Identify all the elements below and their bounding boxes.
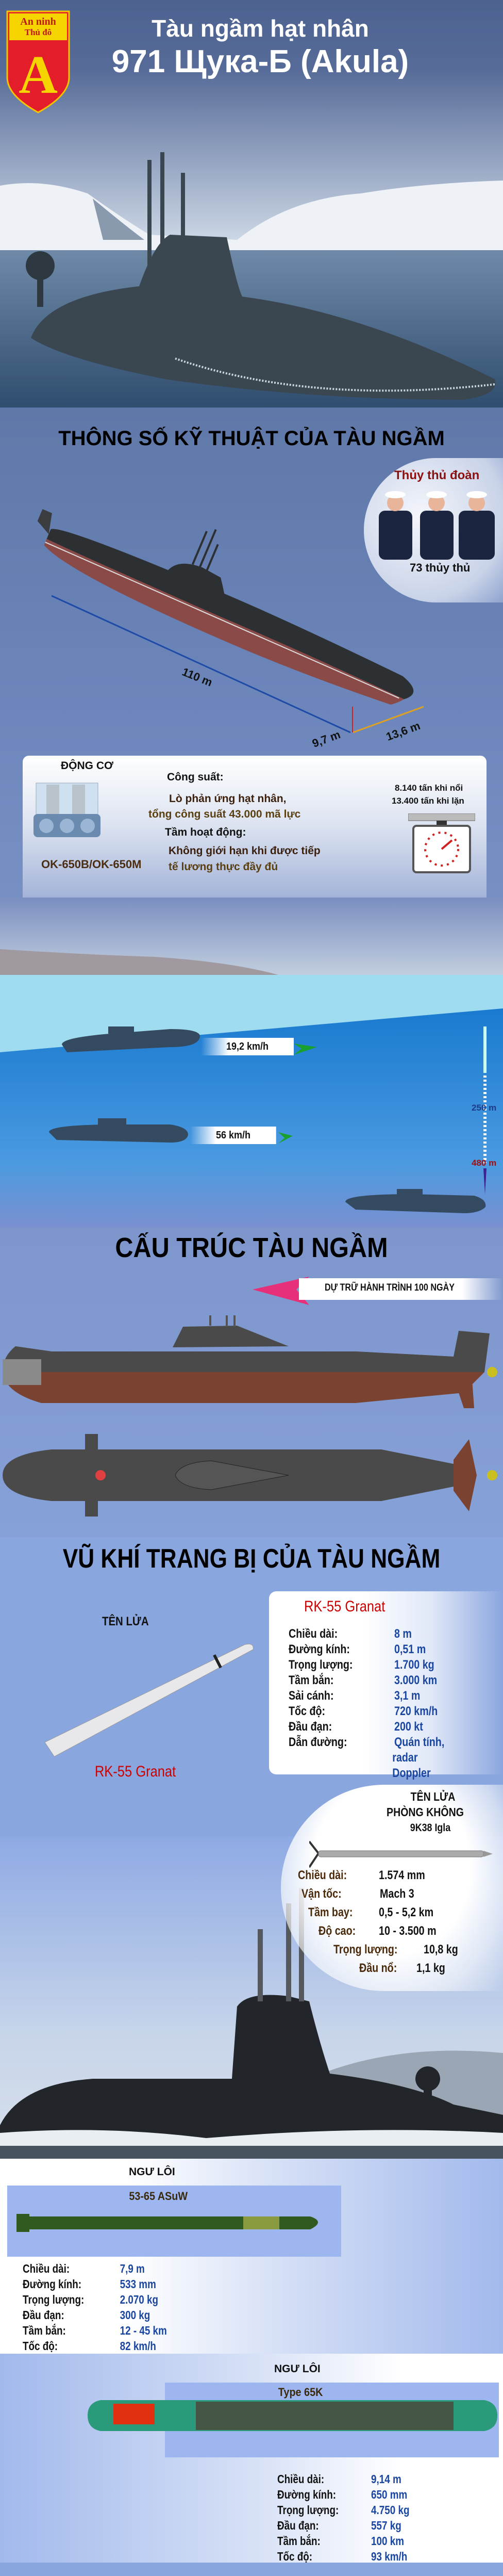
range-line1: Không giới hạn khi được tiếp [169,845,321,857]
spec-row: Đầu đạn:300 kg [23,2308,150,2322]
submarine-top-view [0,1429,503,1524]
torpedo1-specs: Chiều dài:7,9 m Đường kính:533 mm Trọng … [23,2261,192,2354]
weighing-scale-icon [408,813,476,878]
svg-text:Thủ đô: Thủ đô [25,27,52,37]
title-line2: 971 Щука-Б (Akula) [111,44,409,79]
logo: An ninh Thủ đô A [5,10,71,113]
spec-row: Trọng lượng:4.750 kg [277,2503,410,2517]
spec-row: Chiều dài:8 m [289,1627,412,1641]
speed-depth-scene: 19,2 km/h 56 km/h 250 m 480 m [0,898,503,1228]
spec-value: 10,8 kg [424,1943,458,1957]
cruise-missile-caption: RK-55 Granat [94,1763,176,1780]
spec-row: Tầm bắn:3.000 km [289,1673,438,1687]
spec-label: Đầu nổ: [359,1961,397,1975]
depth-scale [483,1026,487,1194]
spec-label: Độ cao: [318,1924,356,1938]
spec-row: Tốc độ:82 km/h [23,2339,156,2353]
submarine-deep [345,1189,486,1213]
weapons-title: VŨ KHÍ TRANG BỊ CỦA TÀU NGẦM [62,1544,441,1574]
sam-panel [281,1785,503,1991]
spec-row: Tầm bắn:100 km [277,2534,405,2548]
sam-name: 9K38 Igla [410,1822,451,1834]
submerged-speed-label: 56 km/h [190,1127,276,1144]
spec-row: Tầm bắn:12 - 45 km [23,2324,167,2337]
spec-value: 0,5 - 5,2 km [379,1905,434,1919]
range-line2: tế lương thực đầy đủ [169,861,278,873]
torpedo1-image [16,2214,318,2232]
power-label: Công suất: [167,771,224,783]
surface-speed-label: 19,2 km/h [201,1038,294,1055]
spec-row: Trọng lượng:1.700 kg [289,1658,434,1672]
crew-title: Thủy thủ đoàn [394,468,480,482]
spec-label: Vận tốc: [301,1887,342,1901]
submarine-surface [62,1026,200,1052]
power-line2: tổng công suất 43.000 mã lực [148,808,301,820]
torpedo2-panel: NGƯ LÔI Type 65K Chiều dài:9,14 m Đường … [0,2354,503,2563]
engine-model: OK-650B/OK-650M [41,858,142,871]
spec-value: 10 - 3.500 m [379,1924,437,1938]
spec-row: Chiều dài:7,9 m [23,2262,145,2275]
logo-shield-icon: An ninh Thủ đô A [6,10,70,113]
spec-row: Đường kính:0,51 m [289,1642,426,1656]
range-label: Tầm hoạt động: [165,826,246,838]
rk55-missile-image [31,1635,268,1762]
spec-row: Tốc độ:720 km/h [289,1704,438,1718]
submarine-side-view [0,1295,503,1416]
engine-panel: ĐỘNG CƠ OK-650B/OK-650M Công suất: Lò ph… [23,756,487,898]
displacement-surface: 8.140 tấn khi nổi [395,783,463,793]
igla-missile-image [308,1839,495,1872]
torpedo2-heading: NGƯ LÔI [274,2363,321,2375]
sam-heading1: TÊN LỬA [410,1790,456,1803]
spec-value: Mach 3 [380,1887,414,1901]
spec-label: Trọng lượng: [333,1943,398,1957]
spec-row: Dẫn đường:Quán tính, [289,1735,445,1749]
spec-label: Chiều dài: [298,1868,347,1882]
torpedo2-specs: Chiều dài:9,14 m Đường kính:650 mm Trọng… [277,2471,446,2564]
hero-submarine-photo [0,70,503,407]
torpedo2-name: Type 65K [278,2386,323,2399]
submarine-3d-diagram [0,480,454,751]
endurance-arrow: DỰ TRỮ HÀNH TRÌNH 100 NGÀY [253,1274,503,1310]
spec-label: Tầm bay: [308,1905,353,1919]
torpedo1-heading: NGƯ LÔI [129,2166,175,2178]
svg-text:An ninh: An ninh [20,16,56,27]
cruise-missile-specs: Chiều dài:8 m Đường kính:0,51 m Trọng lư… [289,1626,458,1781]
spec-row: Trọng lượng:2.070 kg [23,2293,159,2306]
sailors-illustration [376,487,500,562]
submarine-submerged [49,1118,188,1143]
engine-heading: ĐỘNG CƠ [61,760,113,772]
power-line1: Lò phản ứng hạt nhân, [169,793,287,805]
spec-row: Chiều dài:9,14 m [277,2472,401,2486]
header: An ninh Thủ đô A Tàu ngầm hạt nhân 971 Щ… [0,0,503,113]
spec-value: 1.574 mm [379,1868,425,1882]
spec-row: Đường kính:533 mm [23,2277,156,2291]
spec-row: Đầu đạn:200 kt [289,1720,423,1734]
sam-heading2: PHÒNG KHÔNG [387,1805,464,1819]
spec-value: 1,1 kg [416,1961,445,1975]
title-line1: Tàu ngầm hạt nhân [152,15,369,42]
spec-row: radar Doppler [392,1751,431,1780]
torpedo1-name: 53-65 ASuW [129,2190,188,2203]
crew-count: 73 thủy thủ [410,561,471,574]
endurance-label: DỰ TRỮ HÀNH TRÌNH 100 NGÀY [325,1282,455,1293]
spec-row: Đầu đạn:557 kg [277,2519,401,2532]
cruise-missile-spec-title: RK-55 Granat [304,1598,385,1615]
torpedo1-panel: NGƯ LÔI 53-65 ASuW Chiều dài:7,9 m Đường… [0,2159,503,2354]
cruise-missile-specs-panel [269,1591,503,1774]
max-depth-label: 480 m [472,1158,497,1168]
svg-text:A: A [19,44,58,105]
torpedo1-image-box: 53-65 ASuW [7,2186,341,2257]
spec-row: Đường kính:650 mm [277,2488,408,2501]
reactor-engine-icon [31,780,103,845]
torpedo2-cutaway-image [88,2400,497,2431]
spec-row: Sải cánh:3,1 m [289,1689,421,1703]
spec-row: Tốc độ:93 km/h [277,2550,408,2563]
structure-title: CẤU TRÚC TÀU NGẦM [115,1232,388,1263]
operational-depth-label: 250 m [472,1103,497,1113]
specs-section-title: THÔNG SỐ KỸ THUẬT CỦA TÀU NGẦM [58,427,445,450]
displacement-submerged: 13.400 tấn khi lặn [392,796,464,806]
cruise-missile-heading: TÊN LỬA [102,1615,149,1628]
